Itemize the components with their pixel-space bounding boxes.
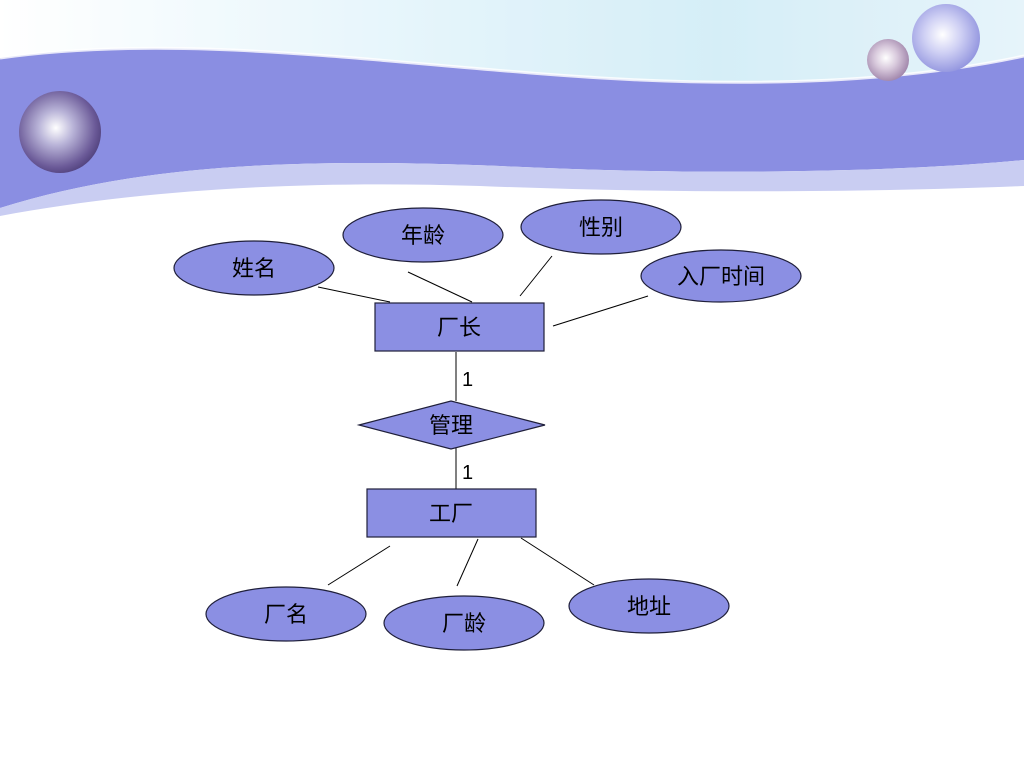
attribute-factory-age-label: 厂龄 — [442, 612, 486, 637]
attribute-age: 年龄 — [342, 207, 504, 263]
attribute-join-date-label: 入厂时间 — [677, 265, 765, 290]
attribute-join-date: 入厂时间 — [640, 249, 802, 303]
cardinality-director-side: 1 — [462, 369, 473, 391]
relationship-manage: 管理 — [356, 400, 546, 450]
entity-factory-director-label: 厂长 — [437, 316, 481, 341]
connector-age-director — [407, 271, 473, 303]
attribute-name-label: 姓名 — [232, 257, 276, 282]
connector-factory-factoryage — [456, 538, 479, 587]
banner-wave-highlight — [0, 46, 1024, 84]
banner-haze — [0, 0, 1024, 89]
attribute-factory-age-shape — [383, 595, 545, 651]
connector-lines — [317, 255, 649, 587]
relationship-manage-label: 管理 — [429, 414, 473, 439]
attribute-gender-label: 性别 — [579, 216, 623, 241]
orb-decoration-right-small — [867, 39, 909, 81]
connector-factory-factoryname — [327, 545, 391, 586]
orb-decoration-right-large — [912, 4, 980, 72]
cardinality-factory-side: 1 — [462, 462, 473, 484]
entity-factory-shape — [366, 488, 537, 538]
banner-wave-dark — [0, 48, 1024, 209]
attribute-gender: 性别 — [520, 199, 682, 255]
entity-factory-label: 工厂 — [429, 502, 473, 527]
attribute-address: 地址 — [568, 578, 730, 634]
entity-factory-director: 厂长 — [374, 302, 545, 352]
attribute-name-shape — [173, 240, 335, 296]
orb-decoration-left — [19, 91, 101, 173]
entity-factory-director-shape — [374, 302, 545, 352]
attribute-name: 姓名 — [173, 240, 335, 296]
relationship-manage-shape — [356, 400, 546, 450]
attribute-factory-name-shape — [205, 586, 367, 642]
attribute-address-shape — [568, 578, 730, 634]
attribute-join-date-shape — [640, 249, 802, 303]
connector-factory-address — [520, 537, 595, 586]
banner-wave-light — [0, 160, 1024, 216]
entity-factory: 工厂 — [366, 488, 537, 538]
attribute-age-label: 年龄 — [401, 224, 445, 249]
attribute-address-label: 地址 — [627, 595, 671, 620]
attribute-factory-name-label: 厂名 — [264, 603, 308, 628]
attribute-age-shape — [342, 207, 504, 263]
attribute-gender-shape — [520, 199, 682, 255]
attribute-factory-age: 厂龄 — [383, 595, 545, 651]
connector-gender-director — [519, 255, 553, 297]
connector-joindate-director — [552, 295, 649, 327]
attribute-factory-name: 厂名 — [205, 586, 367, 642]
connector-name-director — [317, 286, 391, 303]
header-banner — [0, 0, 1024, 216]
